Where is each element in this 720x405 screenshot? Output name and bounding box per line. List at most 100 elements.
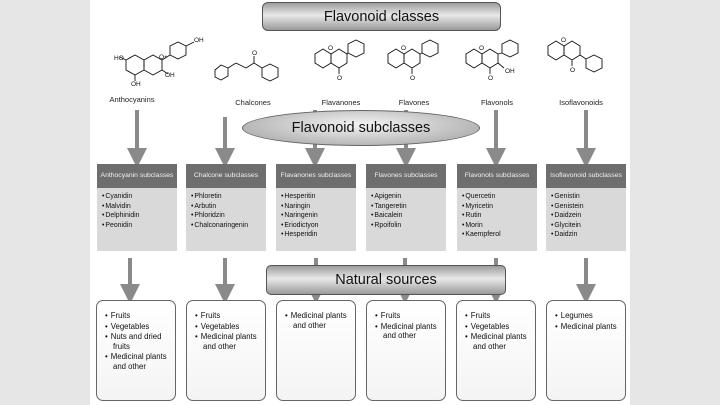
source-item: Nuts and dried fruits [105, 332, 175, 351]
subclass-header: Flavanones subclasses [276, 164, 356, 188]
compound-item: Morin [462, 221, 537, 231]
natural-sources-banner: Natural sources [266, 265, 506, 295]
subclass-list: Hesperitin Naringin Naringenin Eriodicty… [276, 188, 356, 251]
svg-text:HO: HO [114, 55, 124, 62]
compound-item: Chalconaringenin [191, 221, 266, 231]
svg-text:O: O [479, 45, 484, 52]
subclass-list: Phloretin Arbutin Phloridzin Chalconarin… [186, 188, 266, 251]
sources-box-flavanones: Medicinal plants and other [276, 300, 356, 401]
compound-item: Hesperidin [281, 230, 356, 240]
svg-text:O: O [328, 45, 333, 52]
subclass-header: Isoflavonoid subclasses [546, 164, 626, 188]
svg-text:O: O [401, 45, 406, 52]
compound-item: Baicalein [371, 211, 446, 221]
compound-item: Apigenin [371, 192, 446, 202]
svg-text:OH: OH [131, 81, 141, 88]
compound-item: Kaempferol [462, 230, 537, 240]
source-item: Fruits [465, 311, 535, 321]
source-item: Vegetables [195, 322, 265, 332]
sources-box-isoflavonoids: Legumes Medicinal plants [546, 300, 626, 401]
class-label-isoflavonoids: Isoflavonoids [559, 98, 603, 107]
sources-box-anthocyanins: Fruits Vegetables Nuts and dried fruits … [96, 300, 176, 401]
compound-item: Daidzein [551, 211, 626, 221]
svg-text:O: O [252, 50, 257, 57]
source-item: Medicinal plants and other [375, 322, 445, 341]
flavone-structure [387, 39, 439, 74]
compound-item: Genistin [551, 192, 626, 202]
source-item: Fruits [375, 311, 445, 321]
compound-item: Hesperitin [281, 192, 356, 202]
compound-item: Genistein [551, 202, 626, 212]
subclass-column-flavanones: Flavanones subclasses Hesperitin Naringi… [276, 164, 356, 251]
compound-item: Phloretin [191, 192, 266, 202]
class-label-flavonols: Flavonols [480, 98, 514, 107]
chemical-structures: HO OH OH OH O+ O O O O O O O OH O O [114, 37, 603, 88]
source-item: Fruits [195, 311, 265, 321]
sources-box-flavonols: Fruits Vegetables Medicinal plants and o… [456, 300, 536, 401]
subclass-column-chalcone: Chalcone subclasses Phloretin Arbutin Ph… [186, 164, 266, 251]
compound-item: Myricetin [462, 202, 537, 212]
subclass-header: Anthocyanin subclasses [97, 164, 177, 188]
svg-text:O: O [561, 37, 566, 44]
svg-text:O: O [410, 75, 415, 82]
compound-item: Daidzin [551, 230, 626, 240]
class-label-flavanones: Flavanones [321, 98, 361, 107]
subclass-header: Flavonols subclasses [457, 164, 537, 188]
source-item: Medicinal plants and other [105, 352, 175, 371]
compound-item: Quercetin [462, 192, 537, 202]
compound-item: Eriodictyon [281, 221, 356, 231]
subclass-column-anthocyanin: Anthocyanin subclasses Cyanidin Malvidin… [97, 164, 177, 251]
svg-text:O: O [337, 75, 342, 82]
chalcone-structure [214, 56, 279, 82]
subclass-header: Chalcone subclasses [186, 164, 266, 188]
sources-box-flavones: Fruits Medicinal plants and other [366, 300, 446, 401]
compound-item: Delphinidin [102, 211, 177, 221]
svg-text:OH: OH [505, 68, 515, 75]
flavanone-structure [314, 39, 365, 74]
sources-title-text: Natural sources [335, 272, 437, 288]
compound-item: Tangeretin [371, 202, 446, 212]
source-item: Legumes [555, 311, 625, 321]
subclass-header: Flavones subclasses [366, 164, 446, 188]
svg-text:OH: OH [165, 72, 175, 79]
compound-item: Rutin [462, 211, 537, 221]
compound-item: Rpoifolin [371, 221, 446, 231]
compound-item: Glycitein [551, 221, 626, 231]
subclass-list: Quercetin Myricetin Rutin Morin Kaempfer… [457, 188, 537, 251]
subclass-column-flavonols: Flavonols subclasses Quercetin Myricetin… [457, 164, 537, 251]
source-item: Vegetables [465, 322, 535, 332]
source-item: Medicinal plants and other [465, 332, 535, 351]
svg-text:OH: OH [194, 37, 204, 44]
flavonoid-subclasses-ellipse: Flavonoid subclasses [242, 110, 480, 146]
class-label-chalcones: Chalcones [235, 98, 271, 107]
svg-text:O: O [488, 75, 493, 82]
source-item: Medicinal plants and other [285, 311, 355, 330]
compound-item: Naringin [281, 202, 356, 212]
source-item: Vegetables [105, 322, 175, 332]
compound-item: Arbutin [191, 202, 266, 212]
compound-item: Naringenin [281, 211, 356, 221]
class-label-flavones: Flavones [398, 98, 430, 107]
sources-box-chalcones: Fruits Vegetables Medicinal plants and o… [186, 300, 266, 401]
anthocyanin-structure [119, 41, 195, 81]
isoflavonoid-structure [547, 40, 603, 73]
svg-text:O+: O+ [159, 54, 168, 61]
subclass-list: Apigenin Tangeretin Baicalein Rpoifolin [366, 188, 446, 251]
compound-item: Cyanidin [102, 192, 177, 202]
title-text: Flavonoid classes [323, 8, 440, 25]
source-item: Medicinal plants [555, 322, 625, 332]
class-label-anthocyanins: Anthocyanins [109, 95, 155, 104]
subclass-column-flavones: Flavones subclasses Apigenin Tangeretin … [366, 164, 446, 251]
diagram-canvas: Flavonoid classes [90, 0, 630, 405]
compound-item: Phloridzin [191, 211, 266, 221]
flavonoid-classes-title: Flavonoid classes [262, 2, 501, 31]
source-item: Medicinal plants and other [195, 332, 265, 351]
subclasses-title-text: Flavonoid subclasses [291, 120, 431, 136]
flavonol-structure [465, 39, 519, 74]
subclass-list: Genistin Genistein Daidzein Glycitein Da… [546, 188, 626, 251]
subclass-column-isoflavonoid: Isoflavonoid subclasses Genistin Geniste… [546, 164, 626, 251]
compound-item: Malvidin [102, 202, 177, 212]
compound-item: Peonidin [102, 221, 177, 231]
svg-text:O: O [570, 67, 575, 74]
subclass-list: Cyanidin Malvidin Delphinidin Peonidin [97, 188, 177, 251]
